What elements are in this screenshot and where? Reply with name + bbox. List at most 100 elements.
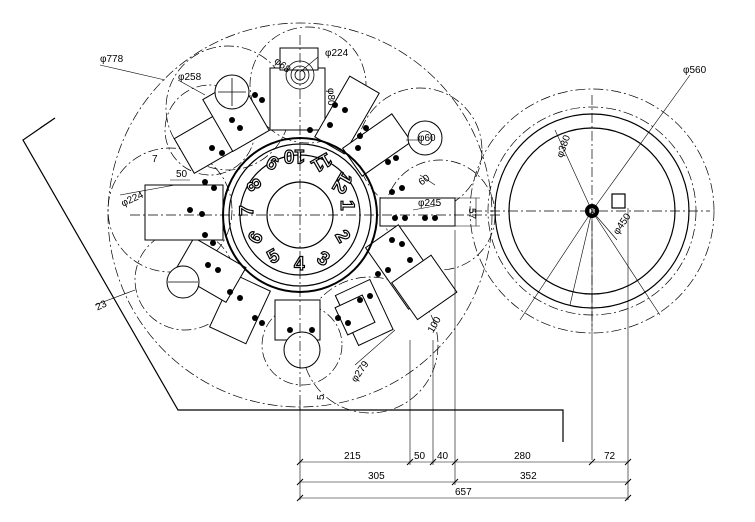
label-23: 23: [94, 298, 109, 313]
dimension-tick: [624, 478, 632, 486]
label-d450: φ450: [611, 211, 634, 237]
dimension-tick: [406, 458, 414, 466]
dim-50: 50: [414, 451, 426, 462]
bolt-mark: [399, 241, 405, 247]
bolt-mark: [202, 179, 208, 185]
bolt-mark: [215, 267, 221, 273]
bolt-mark: [209, 145, 215, 151]
label-60: 60: [417, 173, 433, 189]
dimension-tick: [451, 478, 459, 486]
bolt-mark: [385, 159, 391, 165]
leader-450: [591, 210, 618, 241]
center-lines: [130, 35, 500, 410]
circle-560: [469, 88, 715, 334]
dimension-tick: [624, 494, 632, 502]
bolt-mark: [393, 155, 399, 161]
bolt-mark: [307, 127, 313, 133]
station-number: 12: [327, 168, 356, 197]
label-d258: φ258: [178, 72, 202, 83]
bolt-mark: [345, 320, 351, 326]
bolt-mark: [252, 315, 258, 321]
bolt-mark: [252, 92, 258, 98]
dimension-tick: [296, 458, 304, 466]
bolt-mark: [422, 215, 428, 221]
label-d224-top: φ224: [325, 48, 349, 59]
station-number: 2: [330, 227, 353, 247]
dimension-tick: [451, 458, 459, 466]
bolt-mark: [367, 293, 373, 299]
dimension-tick: [429, 458, 437, 466]
bolt-mark: [211, 185, 217, 191]
bolt-mark: [335, 315, 341, 321]
station-number: 11: [307, 148, 335, 176]
label-d380: φ380: [555, 133, 573, 159]
bolt-mark: [327, 122, 333, 128]
circle-279: [301, 276, 439, 414]
bolt-mark: [187, 207, 193, 213]
label-d560: φ560: [683, 65, 707, 76]
machine-bed-outline: [22, 117, 564, 442]
bottom-dimension-chain: 215 50 40 280 72 305 352 657: [296, 230, 632, 502]
dim-657: 657: [455, 487, 472, 498]
dimension-tick: [588, 458, 596, 466]
leader-380: [554, 129, 593, 212]
bolt-mark: [399, 185, 405, 191]
dimension-tick: [296, 494, 304, 502]
dim-280: 280: [514, 451, 531, 462]
label-57: 57: [466, 208, 477, 220]
bolt-mark: [210, 240, 216, 246]
station-number: 10: [284, 145, 305, 166]
bolt-mark: [237, 125, 243, 131]
dimension-tick: [296, 478, 304, 486]
turret: 1 2 3 4 5 6 7 8 9 10 11 12: [144, 47, 458, 369]
bolt-mark: [202, 232, 208, 238]
label-d279: φ279: [349, 359, 372, 385]
dimension-ticks: [296, 458, 632, 502]
bolt-mark: [332, 102, 338, 108]
station-number: 4: [294, 254, 305, 275]
bolt-mark: [259, 320, 265, 326]
bolt-mark: [375, 271, 381, 277]
station-number: 9: [263, 150, 283, 173]
dim-305: 305: [368, 471, 385, 482]
bolt-mark: [357, 133, 363, 139]
leader-560: [591, 74, 691, 212]
bolt-mark: [385, 267, 391, 273]
station-number: 7: [237, 205, 258, 216]
bolt-mark: [219, 150, 225, 156]
label-50-top: 50: [176, 169, 188, 180]
leaders: [94, 56, 480, 366]
label-d245: φ245: [418, 198, 442, 209]
label-d224-left: φ224: [120, 190, 146, 210]
bolt-mark: [259, 97, 265, 103]
label-d60: φ60: [418, 133, 436, 144]
bolt-marks: [187, 92, 438, 333]
bolt-mark: [392, 215, 398, 221]
dim-40: 40: [437, 451, 449, 462]
tool-holders: [144, 47, 458, 347]
bolt-mark: [342, 107, 348, 113]
bolt-mark: [309, 327, 315, 333]
bolt-mark: [355, 145, 361, 151]
label-d80: φ80: [325, 88, 336, 106]
dim-215: 215: [344, 451, 361, 462]
dim-352: 352: [520, 471, 537, 482]
label-100: 100: [426, 315, 444, 335]
bolt-mark: [287, 327, 293, 333]
chuck-jaw-box: [611, 193, 626, 209]
label-d778: φ778: [100, 54, 124, 65]
label-5: 5: [316, 394, 327, 400]
bolt-mark: [407, 257, 413, 263]
station-number: 8: [243, 175, 266, 195]
bolt-mark: [229, 117, 235, 123]
chuck-assembly: [469, 74, 715, 500]
bolt-mark: [227, 289, 233, 295]
bolt-mark: [237, 295, 243, 301]
dimension-tick: [624, 458, 632, 466]
bolt-mark: [205, 262, 211, 268]
bolt-mark: [363, 125, 369, 131]
tool-circle-right: [407, 120, 443, 156]
bolt-mark: [357, 297, 363, 303]
bolt-mark: [389, 237, 395, 243]
